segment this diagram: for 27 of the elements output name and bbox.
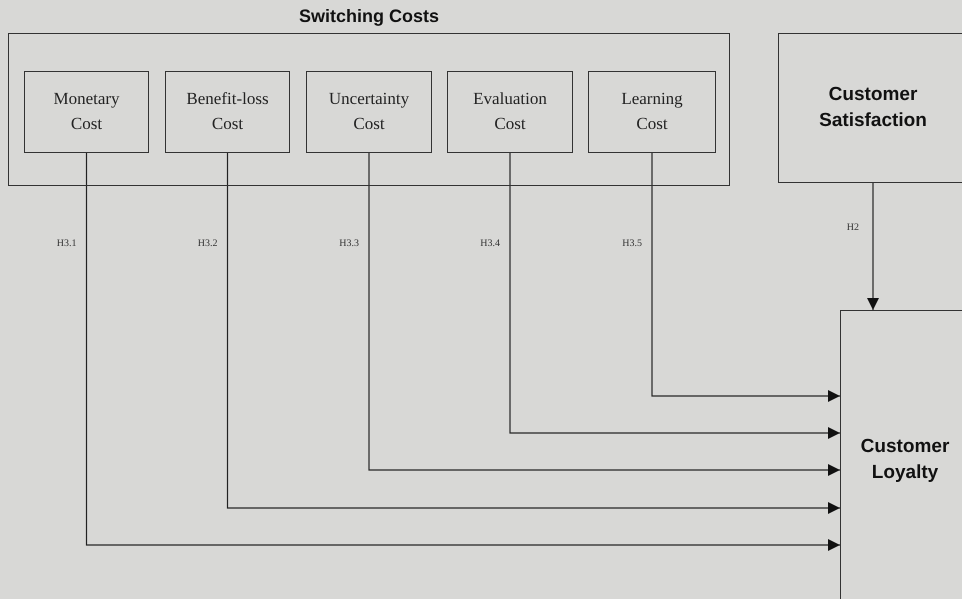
cost-box	[306, 71, 432, 153]
box-label: Learning Cost	[620, 88, 684, 135]
arrow	[651, 153, 840, 402]
arrow	[226, 153, 840, 514]
arrow	[86, 153, 840, 551]
edge-label: H3.3	[338, 238, 359, 249]
box-label: Benefit-loss Cost	[185, 88, 270, 135]
construct-box	[840, 310, 962, 599]
edge-label: H3.2	[196, 238, 218, 249]
cost-box	[24, 71, 149, 153]
cost-box	[165, 71, 290, 153]
construct-box	[778, 33, 962, 183]
box-label: Evaluation Cost	[472, 88, 548, 135]
cost-box	[588, 71, 716, 153]
arrow	[867, 183, 879, 310]
cost-box	[447, 71, 573, 153]
edge-label: H3.5	[621, 238, 642, 249]
arrow	[509, 153, 840, 439]
box-label: Uncertainty Cost	[328, 88, 410, 135]
box-label: Customer Loyalty	[860, 435, 950, 485]
arrow	[368, 153, 840, 476]
box-label: Monetary Cost	[52, 88, 121, 135]
edge-label: H3.4	[479, 238, 500, 249]
edge-label: H2	[846, 222, 859, 233]
edge-label: H3.1	[56, 238, 76, 249]
box-label: Customer Satisfaction	[818, 83, 928, 133]
group-heading: Switching Costs	[298, 6, 440, 27]
